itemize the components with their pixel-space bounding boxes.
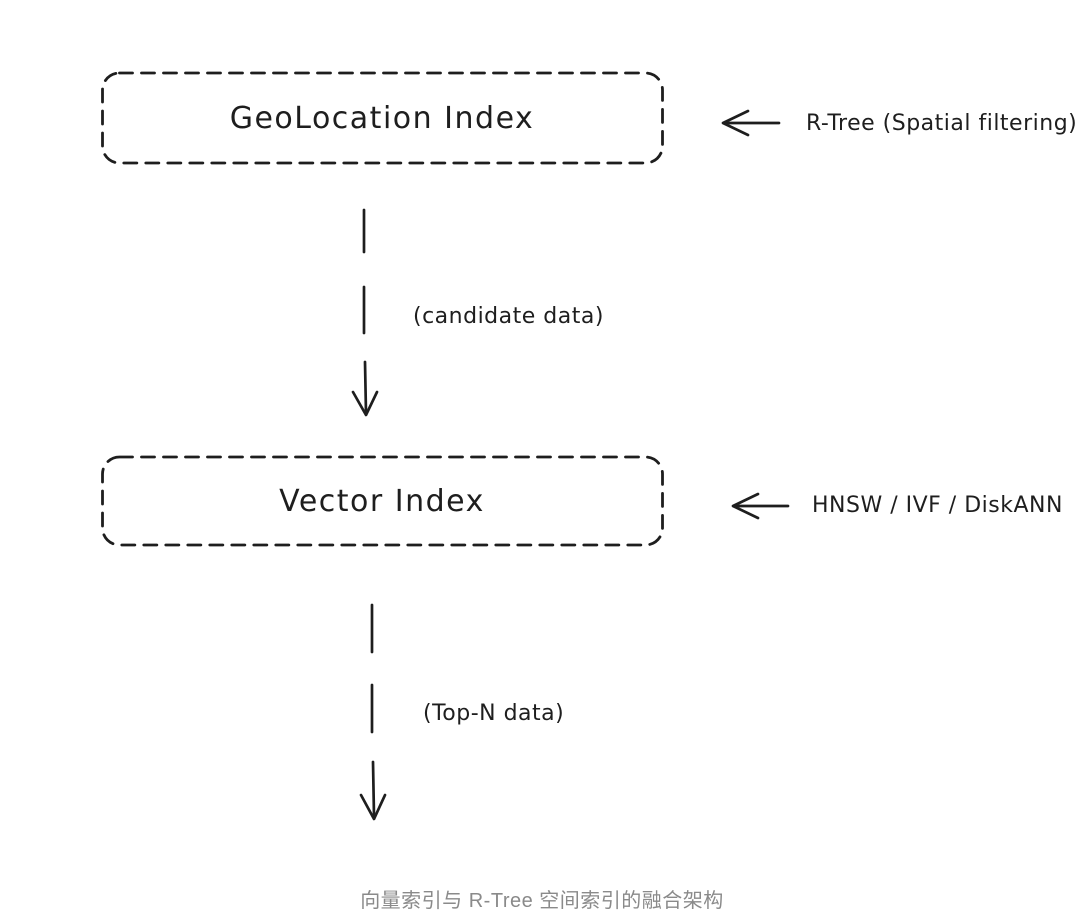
vector-box-outline (101, 455, 664, 547)
arrow-down-connector (351, 208, 379, 417)
annotation-hnsw-ivf-diskann: HNSW / IVF / DiskANN (812, 493, 1063, 518)
diagram-caption: 向量索引与 R-Tree 空间索引的融合架构 (360, 890, 724, 912)
geolocation-box-outline (101, 71, 664, 165)
arrow-down-connector (359, 603, 387, 821)
node-geolocation-index: GeoLocation Index (229, 100, 535, 136)
arrow-left-icon (731, 492, 790, 520)
connector-label-top-n-data: (Top-N data) (423, 701, 565, 726)
annotation-rtree: R-Tree (Spatial filtering) (806, 111, 1078, 136)
arrow-left-icon (721, 109, 781, 137)
connector-label-candidate-data: (candidate data) (413, 304, 604, 329)
node-vector-index: Vector Index (279, 483, 485, 519)
